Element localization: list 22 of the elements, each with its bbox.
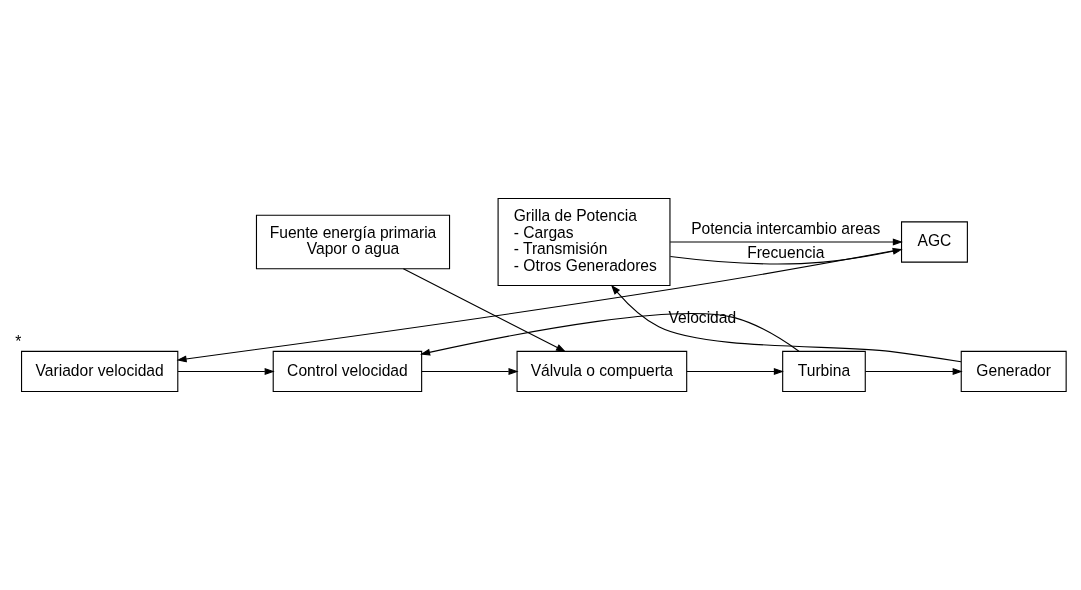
- arrow: [669, 238, 903, 246]
- node-box: Válvula o compuerta: [516, 350, 688, 393]
- arrow: [864, 367, 963, 375]
- arrow: [421, 367, 519, 375]
- node-box: Generador: [960, 350, 1067, 393]
- edge-label: Potencia intercambio areas: [691, 220, 881, 238]
- arrow: [686, 367, 784, 375]
- edge-label: Frecuencia: [747, 243, 825, 261]
- node-box: Fuente energía primaria Vapor o agua: [255, 214, 451, 270]
- arrow: [420, 313, 800, 356]
- arrow: [669, 247, 903, 265]
- arrow: [177, 367, 275, 375]
- node-box: Turbina: [782, 350, 866, 393]
- node-box: Variador velocidad: [21, 350, 179, 393]
- arrow: [176, 248, 903, 363]
- arrow: [402, 268, 567, 353]
- node-box: Grilla de Potencia - Cargas - Transmisión - Otros Generadores: [497, 197, 671, 287]
- node-label: *: [15, 333, 22, 351]
- node-box: AGC: [900, 221, 968, 263]
- arrow: [610, 284, 962, 363]
- node-box: Control velocidad: [272, 350, 423, 393]
- edge-label: Velocidad: [668, 308, 737, 326]
